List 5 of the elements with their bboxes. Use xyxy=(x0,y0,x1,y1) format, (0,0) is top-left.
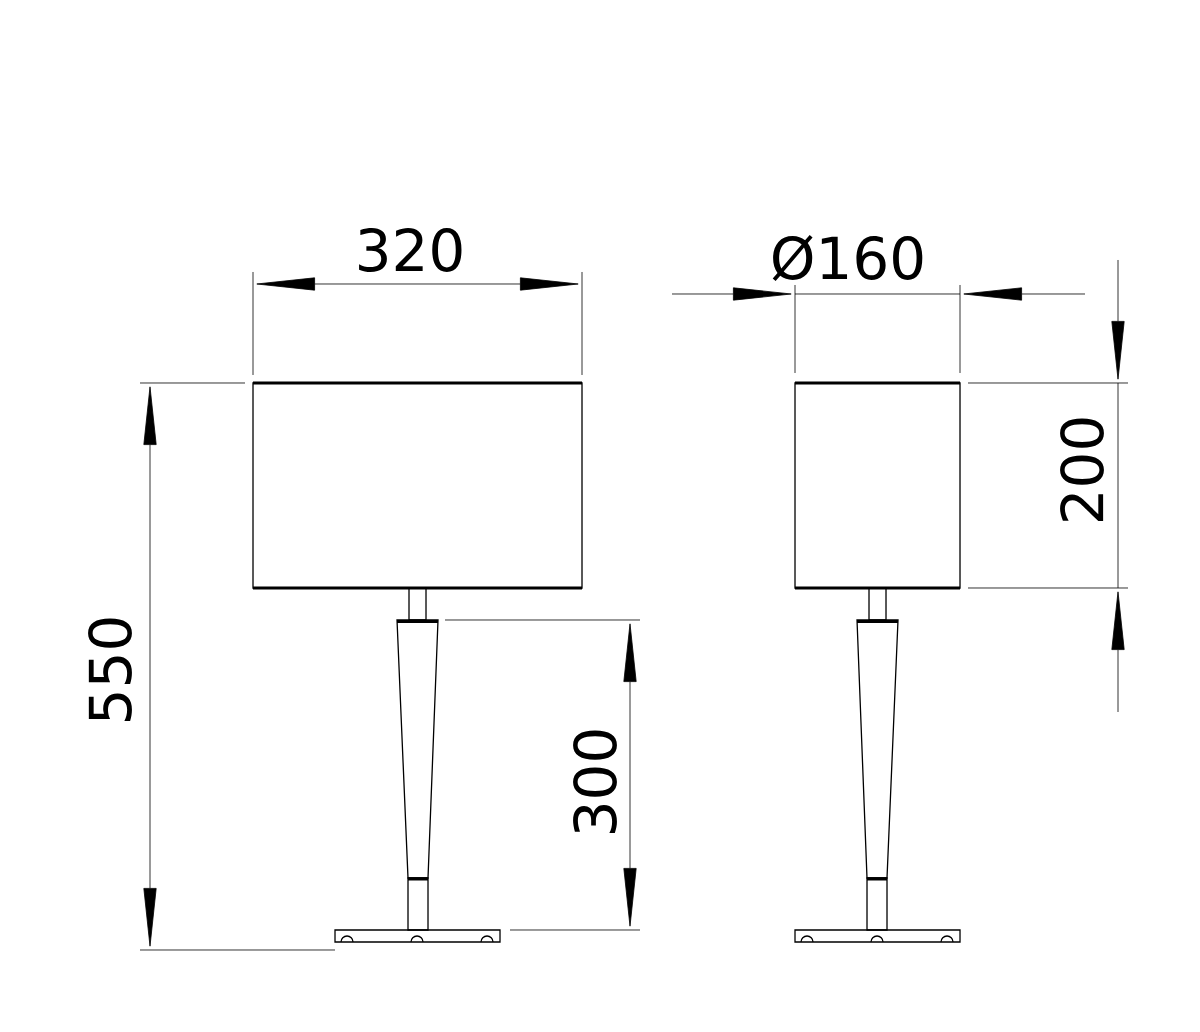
dimension-label: 320 xyxy=(359,228,462,272)
dimension-label: 300 xyxy=(573,730,617,833)
dimension-label: Ø160 xyxy=(772,234,923,282)
dimension-label: 200 xyxy=(1060,418,1104,522)
dimension-label: 550 xyxy=(88,618,132,721)
